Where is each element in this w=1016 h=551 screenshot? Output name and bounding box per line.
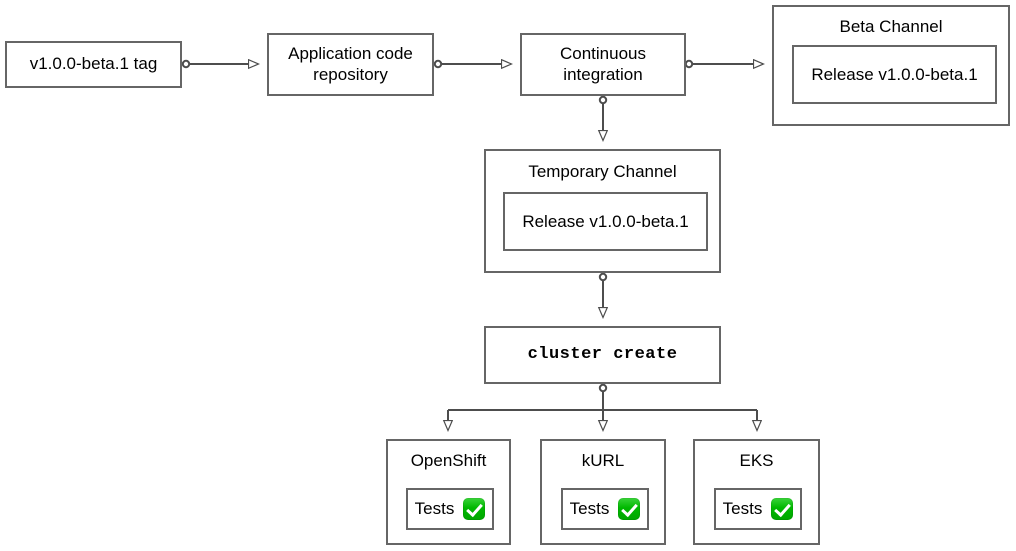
node-version-tag[interactable]: v1.0.0-beta.1 tag [5,41,182,88]
green-check-icon [771,498,794,520]
node-eks-title: EKS [739,451,774,470]
node-kurl[interactable]: kURL Tests [540,439,666,545]
green-check-icon [463,498,486,520]
node-temporary-channel-release-label: Release v1.0.0-beta.1 [522,211,689,231]
node-eks-tests[interactable]: Tests [714,488,802,530]
node-beta-channel-title: Beta Channel [839,17,943,36]
node-openshift-tests-label: Tests [414,499,455,518]
node-continuous-integration[interactable]: Continuous integration [520,33,686,96]
node-openshift-title: OpenShift [410,451,487,470]
node-application-code-repository[interactable]: Application code repository [267,33,434,96]
node-version-tag-label: v1.0.0-beta.1 tag [29,54,158,74]
node-cluster-create-label: cluster create [527,344,678,364]
node-kurl-tests-label: Tests [569,499,610,518]
node-application-code-repository-label: Application code repository [288,43,413,84]
node-kurl-tests[interactable]: Tests [561,488,649,530]
node-openshift[interactable]: OpenShift Tests [386,439,511,545]
node-eks[interactable]: EKS Tests [693,439,820,545]
node-temporary-channel[interactable]: Temporary Channel Release v1.0.0-beta.1 [484,149,721,273]
node-temporary-channel-release[interactable]: Release v1.0.0-beta.1 [503,192,708,251]
node-eks-tests-label: Tests [722,499,763,518]
node-beta-channel-release[interactable]: Release v1.0.0-beta.1 [792,45,997,104]
node-openshift-tests[interactable]: Tests [406,488,494,530]
node-beta-channel[interactable]: Beta Channel Release v1.0.0-beta.1 [772,5,1010,126]
node-temporary-channel-title: Temporary Channel [528,162,677,181]
node-beta-channel-release-label: Release v1.0.0-beta.1 [811,64,978,84]
green-check-icon [618,498,641,520]
node-continuous-integration-label: Continuous integration [559,43,646,84]
node-cluster-create[interactable]: cluster create [484,326,721,384]
node-kurl-title: kURL [581,451,625,470]
